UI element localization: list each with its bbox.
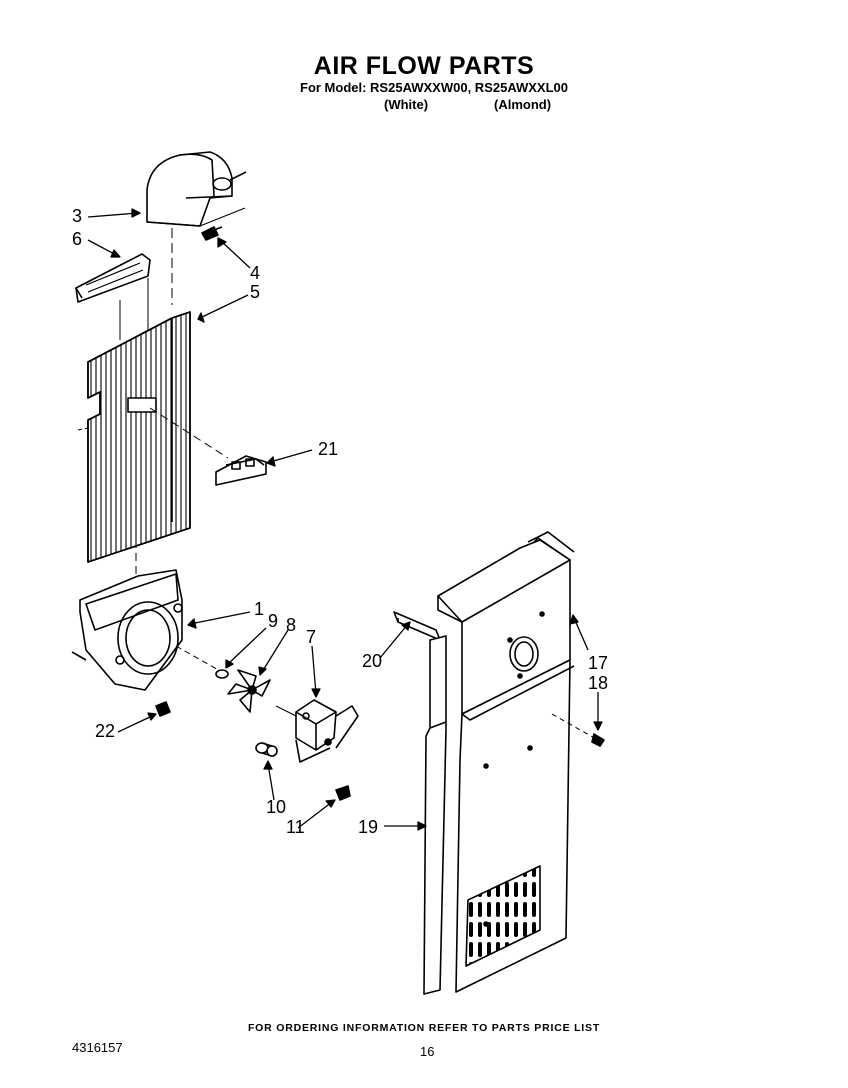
- callout-18: 18: [588, 673, 609, 693]
- callout-4: 4: [250, 263, 261, 283]
- callout-22: 22: [95, 721, 116, 741]
- callout-5: 5: [250, 282, 261, 302]
- washer-part-9: [215, 669, 229, 679]
- callout-11: 11: [286, 817, 305, 837]
- variant-almond-label: (Almond): [494, 97, 552, 112]
- screw-part-4: [201, 226, 223, 241]
- air-duct-housing: [146, 151, 247, 227]
- lower-panel: [455, 659, 575, 993]
- callout-8: 8: [286, 615, 297, 635]
- callout-6: 6: [72, 229, 83, 249]
- ordering-note: FOR ORDERING INFORMATION REFER TO PARTS …: [247, 1022, 601, 1034]
- fan-motor-part-7: [275, 699, 359, 763]
- model-subtitle: For Model: RS25AWXXW00, RS25AWXXL00: [300, 80, 569, 95]
- callout-10: 10: [266, 797, 287, 817]
- screw-part-18: [591, 733, 605, 747]
- callout-7: 7: [306, 627, 317, 647]
- grille-part-6: [75, 253, 151, 303]
- insulation-strip-part-19: [423, 635, 447, 995]
- fan-shroud-part-1: [71, 569, 183, 691]
- fan-blade-part-8: [227, 669, 271, 713]
- callout-20: 20: [362, 651, 383, 671]
- variant-white-label: (White): [384, 97, 429, 112]
- callout-3: 3: [72, 206, 83, 226]
- screw-part-11: [335, 785, 351, 801]
- document-number: 4316157: [72, 1040, 123, 1055]
- callout-21: 21: [318, 439, 339, 459]
- screw-part-22: [155, 701, 171, 717]
- callout-9: 9: [268, 611, 279, 631]
- page-number: 16: [420, 1044, 435, 1059]
- evaporator-cover-part-5: [87, 311, 191, 563]
- gasket-strip-part-20: [393, 611, 441, 641]
- callout-17: 17: [588, 653, 609, 673]
- sensor-part-21: [215, 455, 267, 486]
- callout-19: 19: [358, 817, 379, 837]
- page-title: AIR FLOW PARTS: [313, 52, 535, 80]
- callout-1: 1: [254, 599, 265, 619]
- grommet-part-10: [255, 742, 278, 757]
- leader-lines: [87, 208, 603, 831]
- rear-panel-part-17: [437, 531, 575, 715]
